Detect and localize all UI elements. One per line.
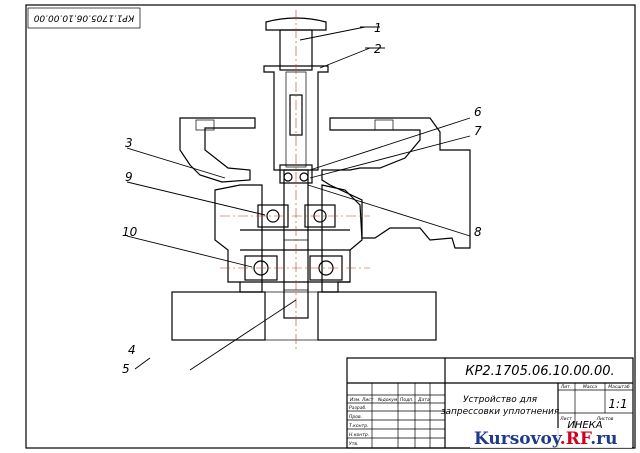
- stamp-code: КР1.1705.06.10.00.00: [33, 13, 134, 23]
- left-razrab: Разраб.: [349, 405, 367, 411]
- label-1: 1: [374, 21, 382, 35]
- row-date: Дата: [417, 397, 430, 403]
- label-8: 8: [474, 225, 482, 239]
- left-utv: Утв.: [349, 441, 358, 447]
- support-housing: [214, 184, 363, 293]
- doc-name-line2: запрессовки уплотнения: [441, 407, 560, 417]
- sheets-label: Листов: [596, 416, 614, 422]
- label-10: 10: [122, 225, 138, 239]
- label-9: 9: [125, 170, 133, 184]
- label-7: 7: [474, 124, 482, 138]
- leaders: [126, 26, 471, 371]
- watermark: Kursovoy.RF.ru: [470, 428, 632, 449]
- rotated-stamp: КР1.1705.06.10.00.00: [27, 7, 141, 29]
- col-header-scale: Масштаб: [608, 384, 630, 390]
- position-labels: 1 2 3 9 10 6 7 8 4 5: [122, 21, 482, 376]
- row-izm: Изм.: [350, 397, 361, 403]
- label-5: 5: [122, 362, 130, 376]
- watermark-part1: Kursovoy: [474, 429, 563, 449]
- row-list: Лист: [361, 397, 374, 403]
- left-tkontr: Т.контр.: [349, 423, 369, 429]
- pump-housing: [179, 117, 471, 249]
- watermark-part3: .ru: [590, 429, 617, 449]
- sheet-frame: [25, 4, 636, 449]
- organization: ИНЕКА: [567, 420, 602, 431]
- scale: 1:1: [608, 397, 627, 411]
- row-doc: №докум.: [377, 397, 399, 403]
- doc-name-line1: Устройство для: [463, 395, 538, 405]
- watermark-part2: .RF: [560, 429, 592, 449]
- label-2: 2: [374, 42, 382, 56]
- title-block: КР2.1705.06.10.00.00. Устройство для зап…: [346, 357, 634, 449]
- svg-text:Kursovoy.RF.ru: Kursovoy.RF.ru: [474, 429, 617, 449]
- left-nkontr: Н.контр.: [349, 432, 369, 438]
- col-header-mass: Масса: [583, 384, 598, 390]
- base-plate: [171, 291, 437, 341]
- sheet-label: Лист: [559, 416, 572, 422]
- designation: КР2.1705.06.10.00.00.: [465, 364, 614, 379]
- label-6: 6: [474, 105, 482, 119]
- row-sign: Подп.: [400, 397, 414, 403]
- label-4: 4: [128, 343, 136, 357]
- left-prov: Пров.: [349, 414, 362, 420]
- label-3: 3: [125, 136, 133, 150]
- col-header-lit: Лит.: [560, 384, 571, 390]
